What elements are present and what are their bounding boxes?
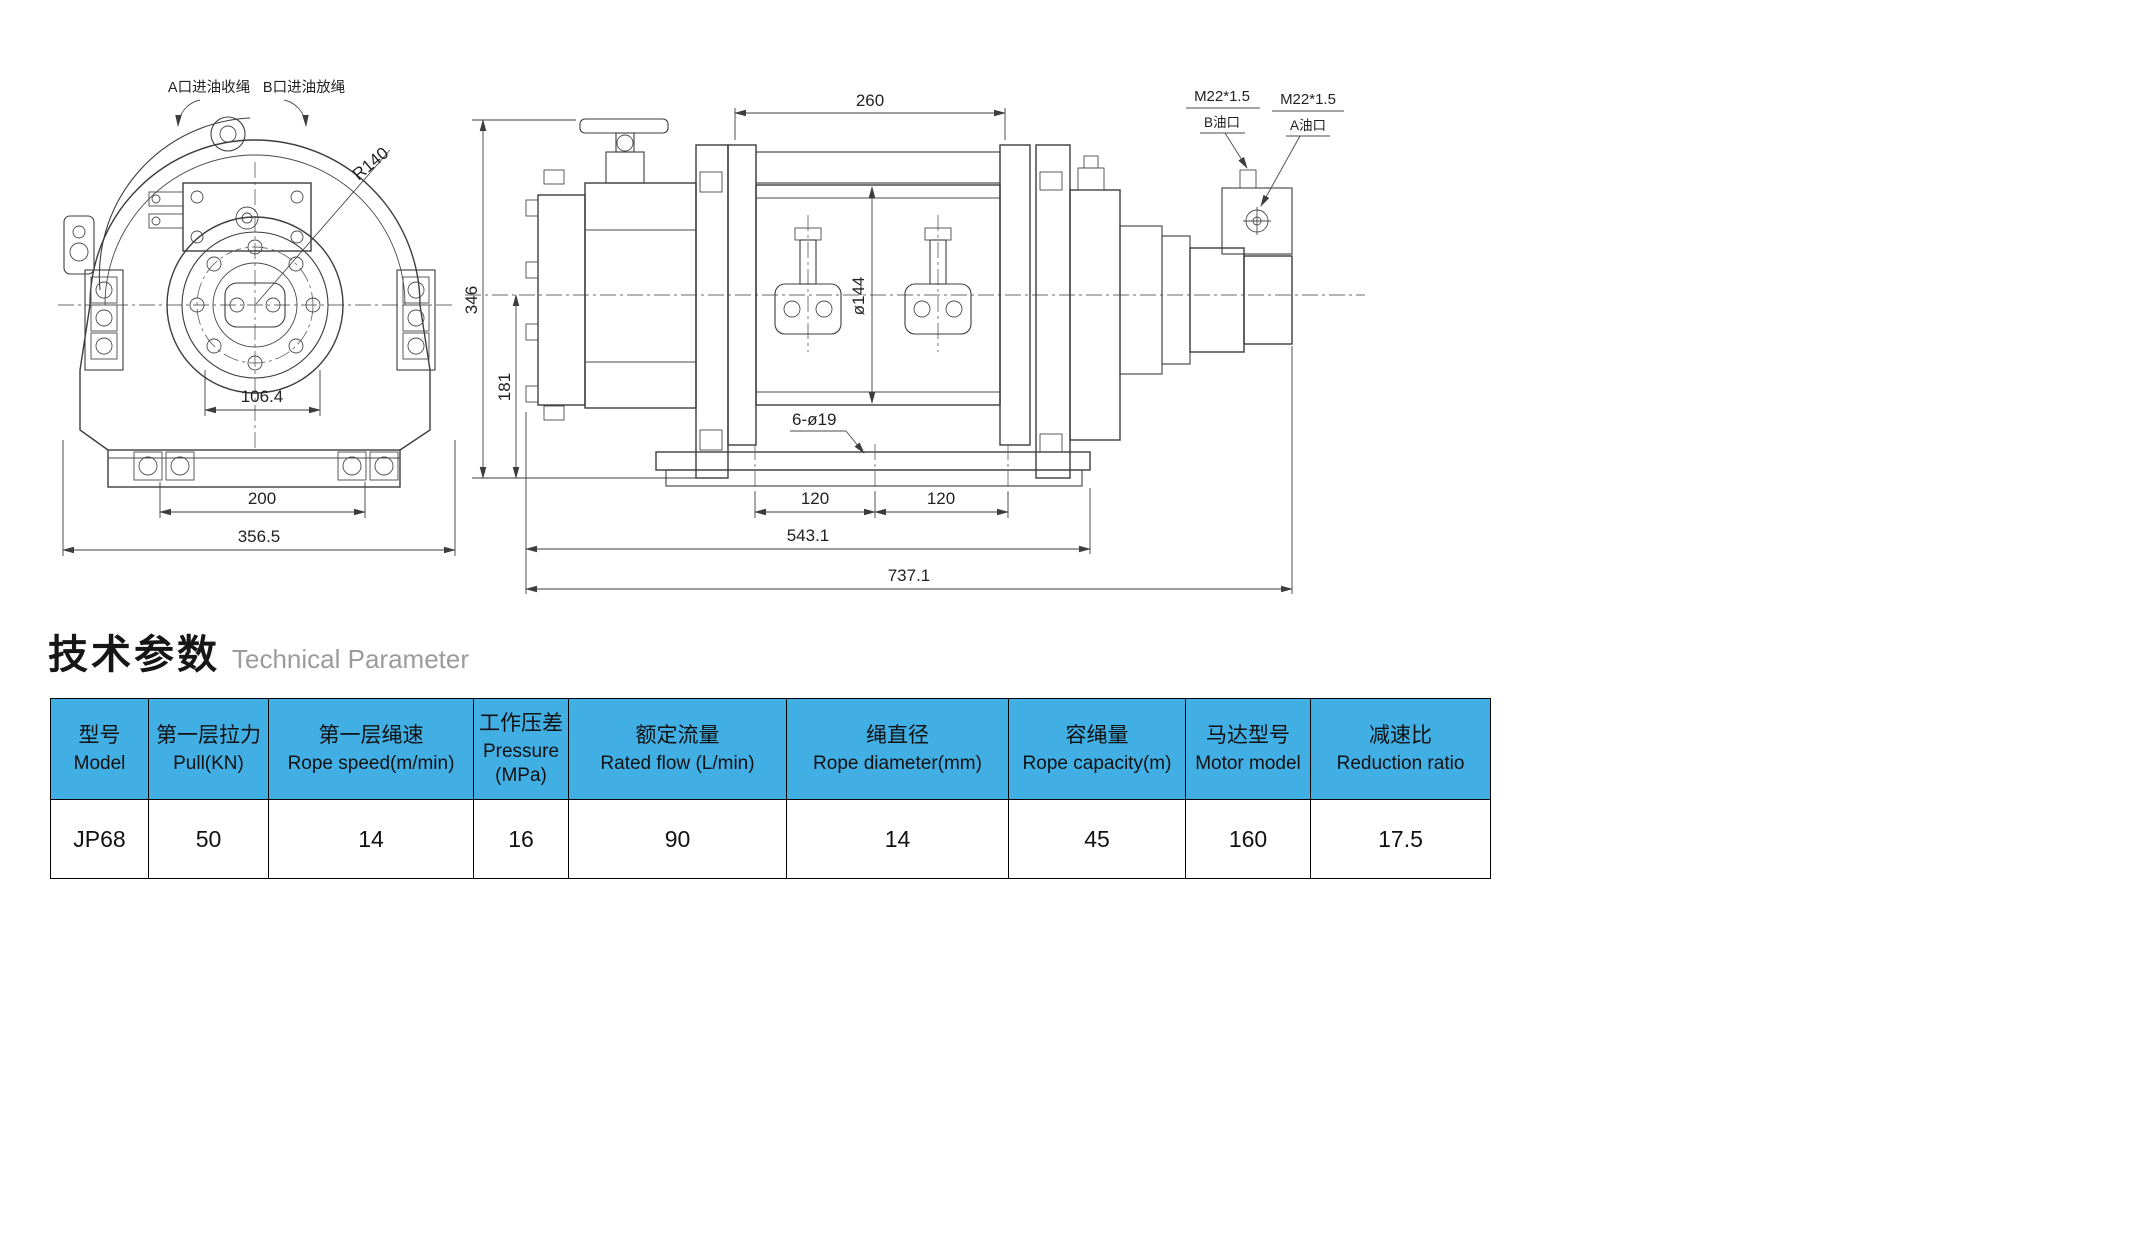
port-note-b: B口进油放绳: [263, 79, 345, 96]
dim-260-label: 260: [856, 91, 884, 110]
col-header-rated-flow: 额定流量 Rated flow (L/min): [568, 698, 787, 800]
col-header-reduction-ratio: 减速比 Reduction ratio: [1310, 698, 1491, 800]
dim-181-label: 181: [495, 373, 514, 401]
arrow-a: [175, 99, 201, 127]
m22-a-label: M22*1.5: [1280, 91, 1336, 108]
col-header-model: 型号 Model: [50, 698, 149, 800]
dim-737-label: 737.1: [888, 566, 931, 585]
dim-144-label: ø144: [849, 277, 868, 316]
arrow-b: [283, 99, 309, 127]
base-bolts: [133, 451, 399, 481]
drum-face: [166, 216, 344, 394]
dim-r140-label: R140: [349, 143, 392, 184]
right-bracket: [396, 269, 436, 371]
cell-pull: 50: [148, 799, 269, 879]
section-title-en: Technical Parameter: [232, 644, 469, 674]
cell-rope-capacity: 45: [1008, 799, 1186, 879]
dim-543-label: 543.1: [787, 526, 830, 545]
section-title-zh: 技术参数: [48, 633, 220, 677]
cell-reduction-ratio: 17.5: [1310, 799, 1491, 879]
cell-pressure: 16: [473, 799, 569, 879]
base-frame: [655, 444, 1091, 494]
port-note-a: A口进油收绳: [168, 79, 250, 96]
col-header-rope-speed: 第一层绳速 Rope speed(m/min): [268, 698, 474, 800]
cell-rope-speed: 14: [268, 799, 474, 879]
parameter-table: 型号 Model 第一层拉力 Pull(KN) 第一层绳速 Rope speed…: [50, 698, 1491, 879]
cell-motor-model: 160: [1185, 799, 1311, 879]
left-bracket: [84, 269, 124, 371]
col-header-rope-capacity: 容绳量 Rope capacity(m): [1008, 698, 1186, 800]
cell-rope-diameter: 14: [786, 799, 1009, 879]
cell-model: JP68: [50, 799, 149, 879]
drum: [727, 144, 1031, 446]
valve-block: [148, 182, 312, 252]
dim-356-label: 356.5: [238, 527, 281, 546]
technical-drawing: A口进油收绳 B口进油放绳 R140 106.4 200 356.5: [58, 79, 1365, 594]
dim-120-right-label: 120: [927, 489, 955, 508]
port-callout-b: M22*1.5 B油口: [1186, 88, 1260, 169]
table-data-row: JP68 50 14 16 90 14 45 160 17.5: [50, 799, 1491, 879]
table-header-row: 型号 Model 第一层拉力 Pull(KN) 第一层绳速 Rope speed…: [50, 698, 1491, 800]
col-header-motor-model: 马达型号 Motor model: [1185, 698, 1311, 800]
port-a-label: A油口: [1290, 118, 1326, 133]
dim-120-left-label: 120: [801, 489, 829, 508]
dim-200-label: 200: [248, 489, 276, 508]
dim-106-label: 106.4: [241, 387, 284, 406]
col-header-rope-diameter: 绳直径 Rope diameter(mm): [786, 698, 1009, 800]
port-b-label: B油口: [1204, 115, 1240, 130]
col-header-pressure: 工作压差 Pressure (MPa): [473, 698, 569, 800]
rope-clamp-left: [774, 215, 842, 352]
dim-6x19-label: 6-ø19: [792, 410, 836, 429]
gearbox-side: [1035, 144, 1293, 479]
m22-b-label: M22*1.5: [1194, 88, 1250, 105]
side-view: 6-ø19 260 346 181 ø144 12: [462, 88, 1365, 594]
rope-clamp-right: [904, 215, 972, 352]
front-view: A口进油收绳 B口进油放绳 R140 106.4 200 356.5: [58, 79, 456, 556]
port-callout-a: M22*1.5 A油口: [1260, 91, 1344, 207]
brake-handle: [579, 118, 669, 184]
cell-rated-flow: 90: [568, 799, 787, 879]
section-title: 技术参数 Technical Parameter: [48, 622, 2144, 678]
col-header-pull: 第一层拉力 Pull(KN): [148, 698, 269, 800]
left-flange-plate: [695, 144, 729, 479]
dim-346-label: 346: [462, 286, 481, 314]
